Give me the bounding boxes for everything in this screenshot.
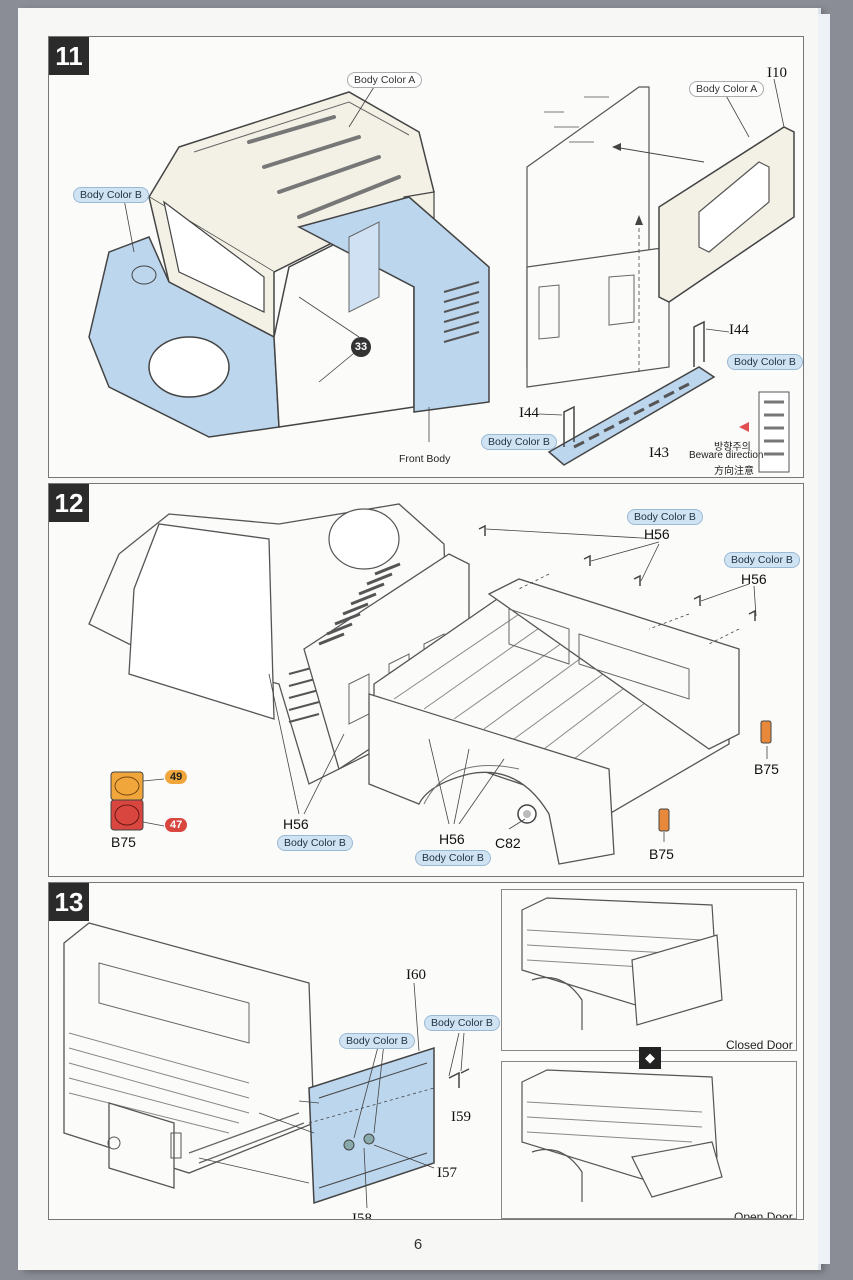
- paint-swatch-47: 47: [165, 818, 188, 832]
- step-12-panel: 12: [48, 483, 804, 877]
- page-number: 6: [413, 1236, 423, 1253]
- direction-warning-ko: 방향주의: [714, 442, 751, 453]
- body-color-a-label: Body Color A: [347, 72, 423, 88]
- part-label-i10: I10: [767, 65, 787, 81]
- body-color-b-label: Body Color B: [415, 850, 491, 866]
- part-label-b75: B75: [649, 846, 674, 862]
- part-label-i44: I44: [519, 405, 539, 421]
- body-color-b-label: Body Color B: [277, 835, 353, 851]
- closed-door-label: Closed Door: [726, 1038, 793, 1051]
- closed-door-inset: Closed Door: [501, 889, 797, 1051]
- part-label-c82: C82: [495, 835, 521, 851]
- open-door-label: Open Door: [734, 1210, 793, 1219]
- body-color-b-label: Body Color B: [481, 434, 557, 450]
- part-label-i60: I60: [406, 967, 426, 983]
- step-11-panel: 11: [48, 36, 804, 478]
- body-color-b-label: Body Color B: [727, 354, 803, 370]
- part-label-i59: I59: [451, 1109, 471, 1125]
- part-label-i43: I43: [649, 445, 669, 461]
- open-door-inset: Open Door: [501, 1061, 797, 1219]
- step-11-drawing: [88, 78, 795, 473]
- step-number: 13: [49, 883, 89, 921]
- direction-warning-en: Beware direction: [689, 450, 764, 461]
- instruction-sheet: 11: [18, 8, 818, 1270]
- body-color-a-label: Body Color A: [689, 81, 765, 97]
- body-color-b-label: Body Color B: [73, 187, 149, 203]
- direction-warning-jp: 方向注意: [714, 466, 754, 477]
- body-color-b-label: Body Color B: [424, 1015, 500, 1031]
- part-label-h56: H56: [644, 526, 670, 542]
- page-edge: [818, 14, 830, 1264]
- step-13-drawing: [63, 922, 470, 1209]
- compare-icon: ◆: [639, 1047, 661, 1069]
- part-label-i57: I57: [437, 1165, 457, 1181]
- part-label-i44: I44: [729, 322, 749, 338]
- body-color-b-label: Body Color B: [339, 1033, 415, 1049]
- paint-swatch-49: 49: [165, 770, 188, 784]
- step-number: 12: [49, 484, 89, 522]
- part-number-badge: 33: [351, 337, 371, 357]
- front-body-label: Front Body: [399, 453, 451, 465]
- part-label-h56: H56: [741, 571, 767, 587]
- part-label-b75: B75: [111, 834, 136, 850]
- step-13-panel: 13: [48, 882, 804, 1220]
- part-label-h56: H56: [439, 831, 465, 847]
- part-label-h56: H56: [283, 816, 309, 832]
- body-color-b-label: Body Color B: [724, 552, 800, 568]
- part-label-i58: I58: [352, 1211, 372, 1220]
- body-color-b-label: Body Color B: [627, 509, 703, 525]
- step-number: 11: [49, 37, 89, 75]
- step-12-drawing: [88, 503, 772, 865]
- part-label-b75: B75: [754, 761, 779, 777]
